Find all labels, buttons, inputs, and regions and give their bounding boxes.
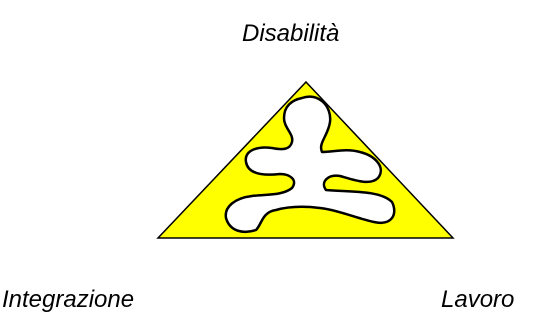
label-integrazione: Integrazione — [2, 288, 134, 312]
label-lavoro: Lavoro — [441, 288, 514, 312]
